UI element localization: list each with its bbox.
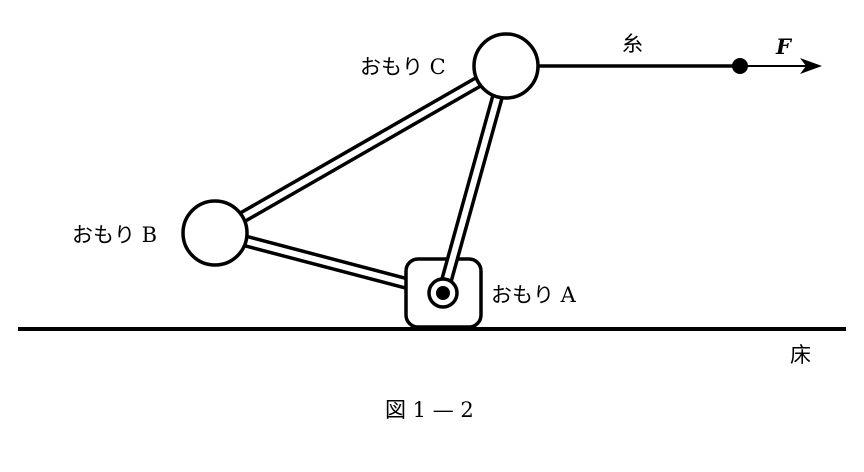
label-weight-a: おもり A: [491, 283, 576, 307]
weight-c: [472, 32, 540, 100]
rod-b-c: [211, 60, 510, 239]
rod-c-a: [436, 64, 513, 295]
label-weight-c: おもり C: [360, 55, 446, 79]
figure-caption: 図 1 — 2: [385, 398, 474, 422]
label-force: F: [776, 34, 791, 59]
weight-a-pivot: [427, 277, 459, 309]
label-weight-b: おもり B: [72, 223, 158, 247]
weight-b: [181, 199, 249, 267]
arrow-head-icon: [800, 58, 822, 74]
label-string: 糸: [622, 32, 643, 56]
label-floor: 床: [790, 343, 811, 367]
